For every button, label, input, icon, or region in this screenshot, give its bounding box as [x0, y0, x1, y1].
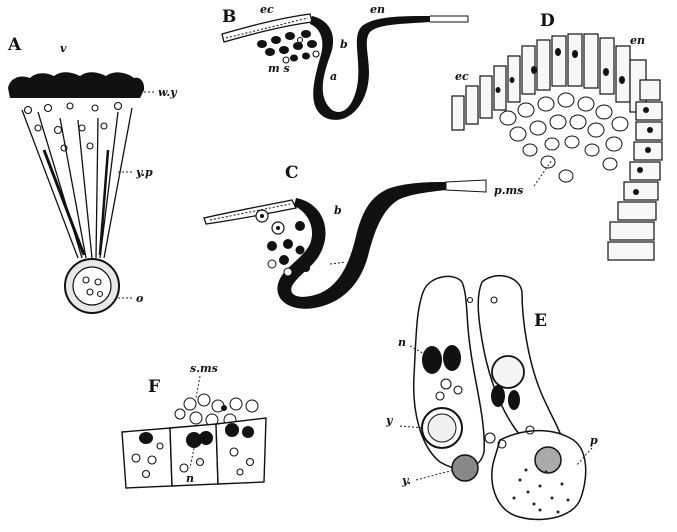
panel-b-label-ec: ec: [260, 3, 274, 16]
panel-d-label-en: en: [630, 34, 645, 47]
panel-e-label-p: p: [590, 434, 598, 447]
panel-a-label-o: o: [136, 292, 143, 305]
panel-f: F s.ms n: [122, 362, 266, 488]
panel-e-label-y2: y.: [401, 474, 411, 487]
panel-a-label-yp: y.p: [135, 166, 153, 179]
panel-f-label-sms: s.ms: [190, 362, 218, 375]
panel-f-label-n: n: [186, 472, 194, 485]
panel-a-ovum: [65, 259, 119, 313]
panel-d: D en ec: [452, 11, 662, 260]
panel-d-mesenchyme: [500, 93, 628, 182]
panel-b-label-a: a: [330, 70, 337, 83]
panel-d-label-ec: ec: [455, 70, 469, 83]
panel-b-mesoderm-cells: [257, 30, 319, 63]
panel-d-label-pms: p.ms: [494, 184, 523, 197]
panel-a-label-wy: w.y: [158, 86, 178, 99]
panel-c-endoderm: [277, 182, 446, 309]
panel-b: B ec en b m s a: [222, 3, 468, 120]
panel-a-blastoderm-cap: [8, 72, 144, 98]
panel-f-letter: F: [148, 377, 160, 397]
panel-a-label-v: v: [60, 42, 67, 55]
panel-a-yolk-cells: [25, 103, 122, 152]
panel-c-letter: C: [285, 163, 299, 183]
panel-b-endoderm: [310, 16, 466, 120]
panel-b-label-ms: m s: [268, 62, 290, 75]
panel-e-label-n: n: [398, 336, 406, 349]
panel-c-label-a: a: [348, 256, 355, 269]
panel-e-label-y1: y: [385, 414, 394, 427]
panel-d-letter: D: [540, 11, 555, 31]
panel-b-label-b: b: [340, 38, 348, 51]
panel-b-letter: B: [222, 7, 236, 27]
panel-b-label-en: en: [370, 3, 385, 16]
panel-e-letter: E: [534, 311, 547, 331]
panel-a: A v w.y y.p o: [7, 35, 178, 313]
panel-e: E n y y.: [385, 276, 598, 520]
panel-c-label-b: b: [334, 204, 342, 217]
panel-a-letter: A: [7, 35, 22, 55]
